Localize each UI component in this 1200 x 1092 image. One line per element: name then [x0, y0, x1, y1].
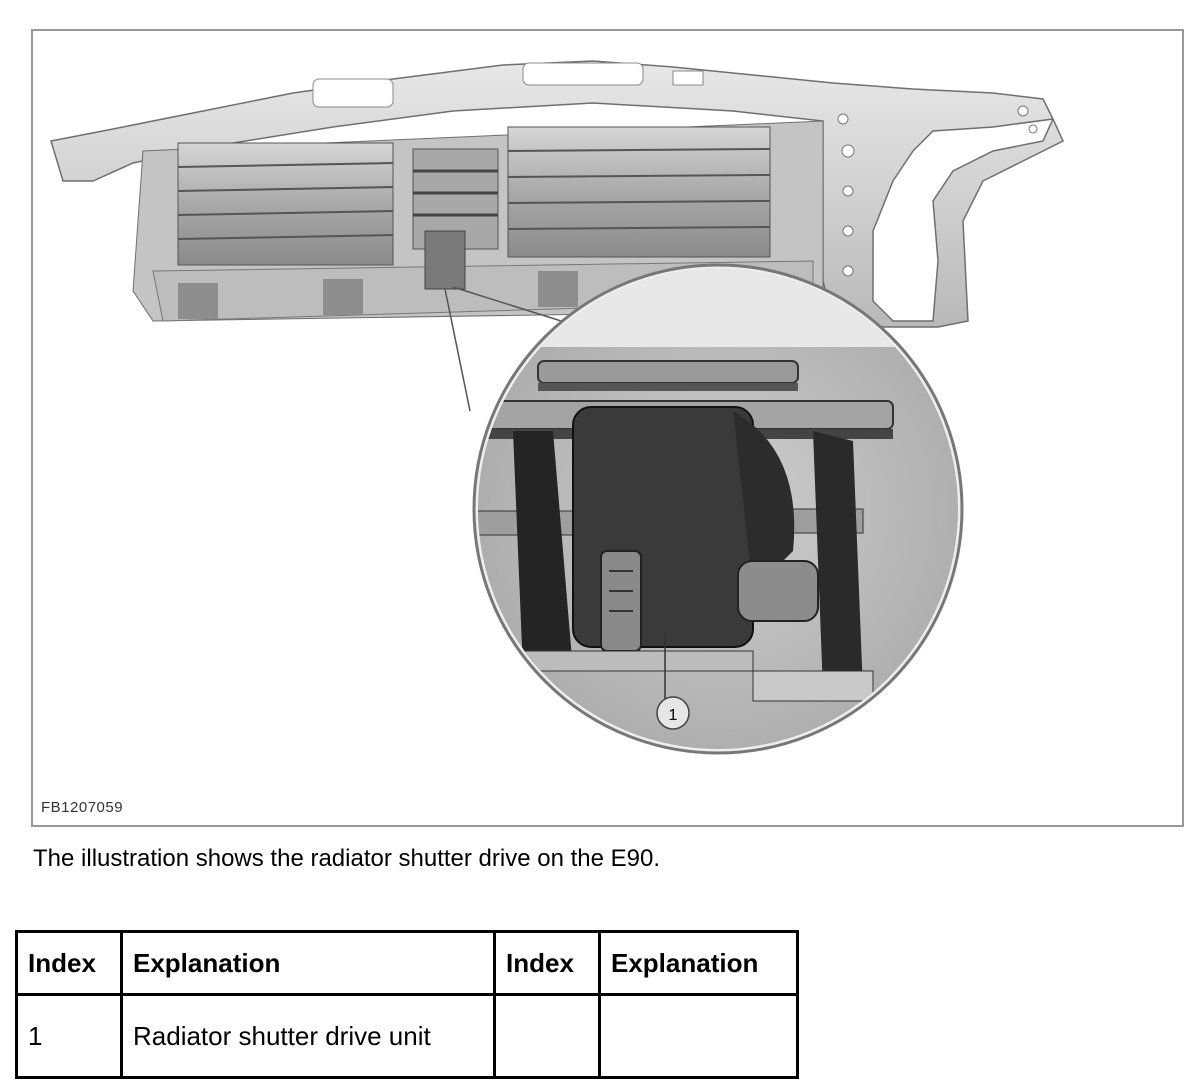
callout-marker-1 — [656, 696, 690, 730]
left-louvers — [177, 142, 394, 266]
table-row: 1 Radiator shutter drive unit — [15, 993, 799, 1079]
callout-number: 1 — [669, 707, 678, 724]
cell-explanation-2 — [598, 993, 799, 1079]
header-index-1: Index — [15, 930, 123, 996]
cell-index: 1 — [15, 993, 123, 1079]
detail-magnifier: 1 — [472, 263, 964, 755]
figure-caption: The illustration shows the radiator shut… — [33, 845, 660, 872]
radiator-shutter-illustration: 1 — [50, 60, 1064, 755]
header-index-2: Index — [493, 930, 601, 996]
front-carrier — [50, 60, 1064, 328]
header-explanation-1: Explanation — [120, 930, 496, 996]
right-louvers — [507, 126, 771, 258]
cell-explanation: Radiator shutter drive unit — [120, 993, 496, 1079]
figure-id: FB1207059 — [41, 799, 124, 816]
legend-header-row: Index Explanation Index Explanation — [15, 930, 799, 996]
header-explanation-2: Explanation — [598, 930, 799, 996]
center-linkage — [412, 148, 499, 290]
legend-table: Index Explanation Index Explanation 1 Ra… — [15, 930, 799, 1079]
illustration-frame: 1 FB1207059 — [31, 29, 1184, 827]
cell-index-2 — [493, 993, 601, 1079]
